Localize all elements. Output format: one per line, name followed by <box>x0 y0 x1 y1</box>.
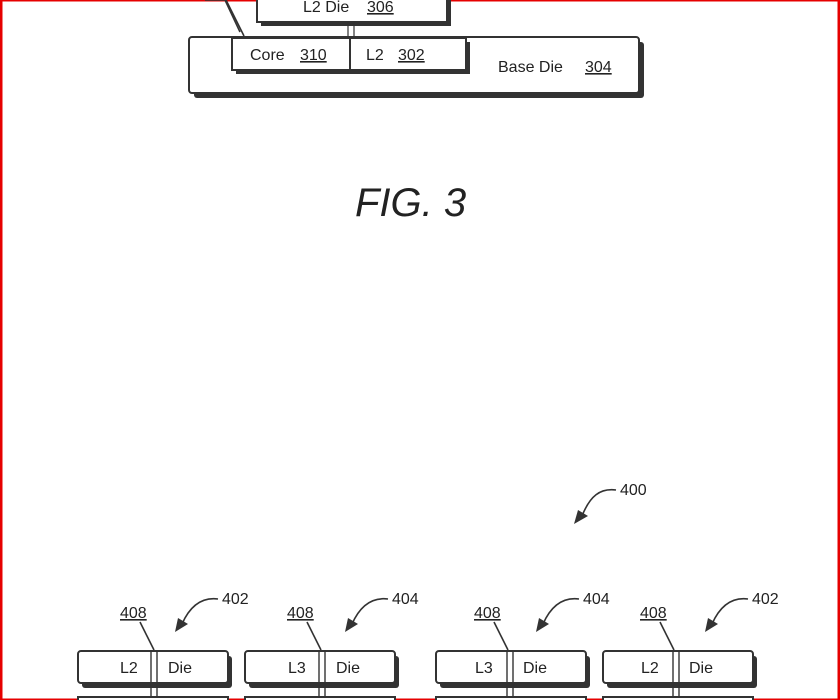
stack-1-tsv-leader <box>139 621 155 651</box>
stack-3-ref: 404 <box>583 591 610 608</box>
core-label: Core <box>250 47 285 64</box>
stack-4-box <box>602 650 754 684</box>
stack-3-tsv-ref: 408 <box>474 605 501 622</box>
stack-1: 408 402 L2 Die <box>77 591 249 700</box>
base-die-label: Base Die <box>498 59 563 76</box>
stack-4-tsv-leader <box>659 621 675 651</box>
stack-3-die-label: Die <box>523 660 547 677</box>
core-ref: 310 <box>300 47 327 64</box>
l2-ref: 302 <box>398 47 425 64</box>
stack-4: 408 402 L2 Die <box>602 591 779 700</box>
l2-die-ref: 306 <box>367 0 394 16</box>
stack-4-arrow-line <box>711 597 749 625</box>
stack-1-cache-label: L2 <box>120 660 138 677</box>
l2-die-box <box>256 0 448 23</box>
stack-1-box <box>77 650 229 684</box>
fig3-diagram: L2 Die 306 Base Die 304 Core 310 L2 302 … <box>188 0 644 225</box>
stack-2: 408 404 L3 Die <box>244 591 419 700</box>
fig3-caption: FIG. 3 <box>355 181 466 225</box>
ref-400-label: 400 <box>620 482 647 499</box>
stack-3-arrowhead <box>536 618 549 632</box>
stack-4-cache-label: L2 <box>641 660 659 677</box>
stack-4-tsv-ref: 408 <box>640 605 667 622</box>
stack-3-cache-label: L3 <box>475 660 493 677</box>
stack-3-lower-box <box>435 696 587 700</box>
l2-box <box>349 37 467 71</box>
stack-3: 408 404 L3 Die <box>435 591 610 700</box>
stack-2-die-label: Die <box>336 660 360 677</box>
stack-1-lower-box <box>77 696 229 700</box>
stack-2-arrowhead <box>345 618 358 632</box>
stack-2-box <box>244 650 396 684</box>
base-die-ref: 304 <box>585 59 612 76</box>
ref-400-arrow-line <box>581 488 617 517</box>
stack-4-arrowhead <box>705 618 718 632</box>
stack-3-box <box>435 650 587 684</box>
l2-label: L2 <box>366 47 384 64</box>
stack-1-tsv-ref: 408 <box>120 605 147 622</box>
stack-2-arrow-line <box>351 597 389 625</box>
stack-2-cache-label: L3 <box>288 660 306 677</box>
stack-3-arrow-line <box>542 597 580 625</box>
stack-2-lower-box <box>244 696 396 700</box>
stack-1-ref: 402 <box>222 591 249 608</box>
stack-4-die-label: Die <box>689 660 713 677</box>
stack-4-lower-box <box>602 696 754 700</box>
stack-4-ref: 402 <box>752 591 779 608</box>
stack-3-tsv-leader <box>493 621 509 651</box>
fig4-diagram: 400 408 402 L2 Die 408 404 <box>77 482 779 700</box>
fig3-leader-line <box>205 0 241 33</box>
stack-2-tsv-ref: 408 <box>287 605 314 622</box>
ref-400-arrowhead <box>574 510 588 524</box>
stack-1-arrow-line <box>181 597 219 625</box>
l2-die-label: L2 Die <box>303 0 349 16</box>
stack-2-ref: 404 <box>392 591 419 608</box>
stack-1-arrowhead <box>175 618 188 632</box>
fig3-leader-line-2 <box>225 0 245 37</box>
stack-2-tsv-leader <box>306 621 322 651</box>
stack-1-die-label: Die <box>168 660 192 677</box>
